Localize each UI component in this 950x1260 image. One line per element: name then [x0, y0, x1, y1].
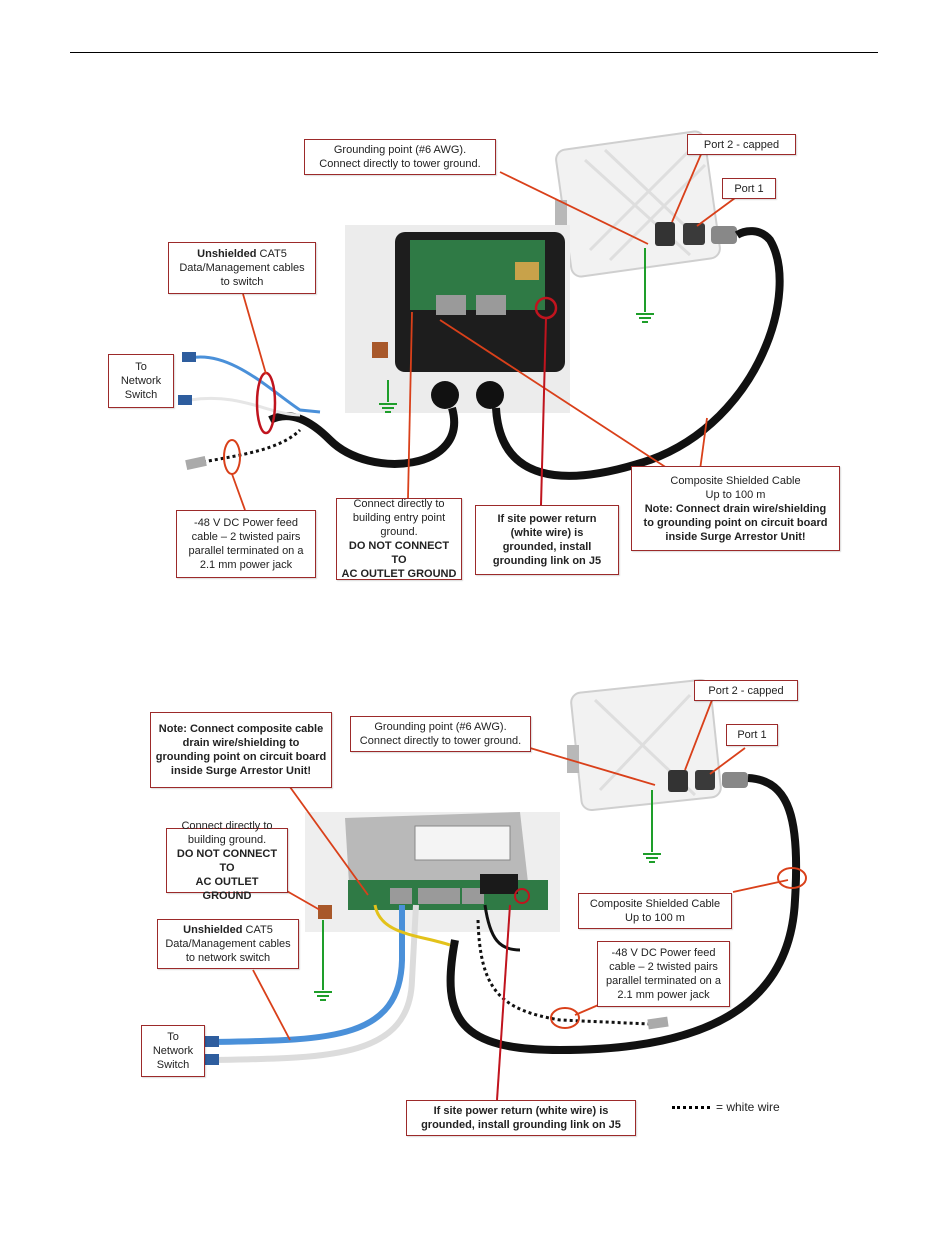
- callout-text: Network: [120, 375, 162, 387]
- callout-text: CAT5: [242, 924, 273, 936]
- callout-building-ground-2: Connect directly to building ground. DO …: [166, 820, 288, 902]
- callout-power-feed-1: -48 V DC Power feed cable – 2 twisted pa…: [176, 510, 316, 578]
- callout-bold-text: DO NOT CONNECT TO: [176, 847, 278, 874]
- callout-port1-2: Port 1: [726, 724, 778, 746]
- callout-to-network-switch-2: To Network Switch: [141, 1025, 205, 1077]
- callout-text: Connect directly to tower ground.: [359, 735, 522, 747]
- callout-grounding-point-1: Grounding point (#6 AWG). Connect direct…: [304, 139, 496, 175]
- callout-composite-cable-1: Composite Shielded Cable Up to 100 m Not…: [631, 466, 840, 551]
- antenna-unit-2: [567, 678, 748, 812]
- callout-text: Switch: [156, 1059, 190, 1071]
- callout-text: 2.1 mm power jack: [617, 989, 710, 1001]
- callout-power-feed-2: -48 V DC Power feed cable – 2 twisted pa…: [597, 941, 730, 1007]
- callout-bold-text: drain wire/shielding to: [182, 737, 300, 749]
- callout-to-network-switch-1: To Network Switch: [108, 354, 174, 408]
- callout-text: Connect directly to: [181, 819, 273, 832]
- surge-arrestor-1: [345, 225, 570, 413]
- callout-text: Data/Management cables: [165, 938, 291, 950]
- callout-bold-text: Note: Connect drain wire/shielding: [644, 502, 827, 515]
- callout-bold-text: (white wire) is: [510, 527, 584, 539]
- callout-text: to switch: [220, 276, 264, 288]
- callout-bold-text: AC OUTLET GROUND: [195, 875, 259, 902]
- callout-text: Composite Shielded Cable: [589, 898, 721, 910]
- callout-bold-text: grounded, install: [502, 541, 592, 553]
- callout-text: Port 2 - capped: [708, 684, 784, 697]
- callout-text: Grounding point (#6 AWG).: [333, 144, 467, 156]
- callout-bold-text: inside Surge Arrestor Unit!: [170, 765, 312, 777]
- callout-text: To: [135, 361, 147, 373]
- callout-text: Up to 100 m: [625, 912, 685, 924]
- callout-port2-2: Port 2 - capped: [694, 680, 798, 701]
- callout-text: Data/Management cables: [179, 262, 305, 274]
- callout-building-ground-1: Connect directly to building entry point…: [336, 498, 462, 580]
- callout-composite-cable-2: Composite Shielded Cable Up to 100 m: [578, 893, 732, 929]
- callout-text: to network switch: [185, 952, 271, 964]
- callout-bold-text: grounding point on circuit board: [155, 751, 327, 763]
- callout-unshielded-2: Unshielded CAT5 Data/Management cables t…: [157, 919, 299, 969]
- callout-port1-1: Port 1: [722, 178, 776, 199]
- callout-text: parallel terminated on a: [188, 545, 304, 557]
- callout-unshielded-1: Unshielded CAT5 Data/Management cables t…: [168, 242, 316, 294]
- callout-note-2: Note: Connect composite cable drain wire…: [150, 712, 332, 788]
- callout-text: Switch: [124, 389, 158, 401]
- callout-bold-text: inside Surge Arrestor Unit!: [665, 530, 806, 543]
- callout-text: Port 1: [734, 182, 764, 195]
- callout-text: cable – 2 twisted pairs: [609, 961, 718, 973]
- callout-site-power-1: If site power return (white wire) is gro…: [475, 505, 619, 575]
- callout-text: -48 V DC Power feed: [194, 517, 298, 529]
- legend-label: = white wire: [716, 1100, 780, 1114]
- callout-bold-text: grounding link on J5: [492, 555, 602, 567]
- callout-text: 2.1 mm power jack: [199, 559, 293, 571]
- callout-bold-text: Unshielded: [183, 924, 243, 936]
- callout-bold-text: Note: Connect composite cable: [158, 723, 324, 735]
- callout-bold-text: AC OUTLET GROUND: [341, 568, 457, 580]
- callout-bold-text: If site power return: [497, 513, 597, 525]
- callout-site-power-2: If site power return (white wire) is gro…: [406, 1100, 636, 1136]
- callout-text: Network: [152, 1045, 194, 1057]
- callout-text: parallel terminated on a: [606, 975, 721, 987]
- callout-text: building entry point: [352, 512, 446, 524]
- white-wire-legend: = white wire: [672, 1100, 780, 1114]
- callout-text: Composite Shielded Cable: [670, 474, 801, 487]
- callout-text: Grounding point (#6 AWG).: [374, 721, 507, 733]
- callout-text: Port 2 - capped: [703, 138, 780, 151]
- callout-bold-text: grounded, install grounding link on J5: [421, 1119, 621, 1131]
- callout-text: Connect directly to: [353, 498, 445, 510]
- callout-text: CAT5: [256, 248, 287, 260]
- callout-grounding-point-2: Grounding point (#6 AWG). Connect direct…: [350, 716, 531, 752]
- callout-bold-text: to grounding point on circuit board: [643, 516, 828, 529]
- callout-bold-text: DO NOT CONNECT TO: [348, 540, 450, 566]
- callout-text: Connect directly to tower ground.: [319, 158, 481, 170]
- antenna-unit-1: [555, 130, 737, 278]
- callout-text: Port 1: [737, 729, 767, 741]
- dotted-line-swatch: [672, 1105, 710, 1109]
- callout-text: Up to 100 m: [705, 488, 766, 501]
- callout-text: ground.: [380, 526, 418, 538]
- callout-bold-text: Unshielded: [197, 248, 257, 260]
- callout-port2-1: Port 2 - capped: [687, 134, 796, 155]
- surge-arrestor-2: [305, 812, 560, 932]
- callout-bold-text: If site power return (white wire) is: [433, 1105, 609, 1117]
- callout-text: -48 V DC Power feed: [611, 947, 716, 959]
- callout-text: building ground.: [187, 833, 267, 846]
- header-rule: [70, 52, 878, 53]
- callout-text: To: [167, 1031, 179, 1043]
- callout-text: cable – 2 twisted pairs: [191, 531, 301, 543]
